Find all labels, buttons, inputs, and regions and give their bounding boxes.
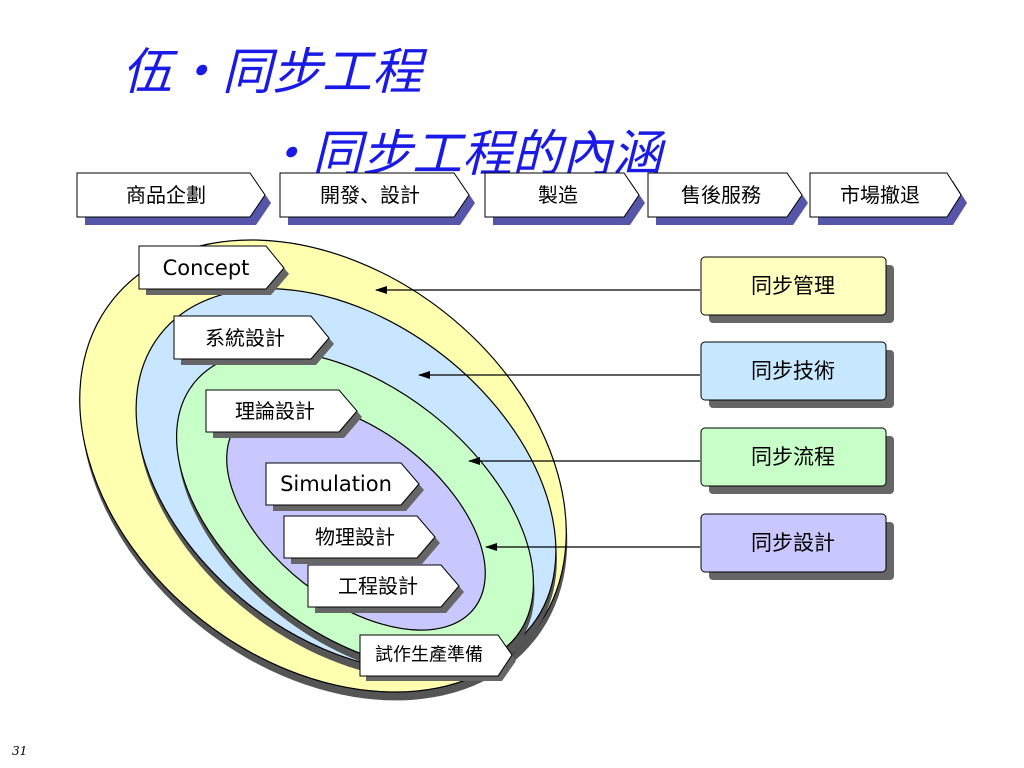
- sync-box-technology: 同步技術: [700, 341, 894, 408]
- sync-box-label: 同步設計: [751, 531, 835, 555]
- stage-product-planning: 商品企劃: [76, 172, 271, 225]
- page-number: 31: [12, 744, 28, 758]
- stage-label: 開發、設計: [320, 183, 420, 207]
- ellipse-group: [79, 239, 568, 701]
- label-theory-design: 理論設計: [205, 389, 362, 438]
- sync-box-label: 同步流程: [751, 445, 835, 469]
- sync-box-design: 同步設計: [700, 513, 894, 580]
- simulation-label: Simulation: [280, 472, 392, 496]
- stage-market-withdrawal: 市場撤退: [809, 172, 967, 225]
- label-simulation: Simulation: [265, 462, 424, 511]
- sync-box-label: 同步技術: [751, 359, 835, 383]
- sync-box-process: 同步流程: [700, 427, 894, 494]
- label-trial-production: 試作生產準備: [359, 634, 516, 681]
- stage-after-sales: 售後服務: [647, 172, 808, 225]
- page-title: 伍‧同步工程: [122, 43, 422, 101]
- label-engineering-design: 工程設計: [307, 564, 464, 613]
- stage-label: 製造: [538, 183, 578, 207]
- stage-manufacturing: 製造: [484, 172, 645, 225]
- system-design-label: 系統設計: [205, 326, 285, 350]
- concept-label: Concept: [163, 256, 250, 280]
- engineering-design-label: 工程設計: [338, 574, 418, 598]
- stage-development-design: 開發、設計: [279, 172, 475, 225]
- sync-box-label: 同步管理: [751, 274, 835, 298]
- connector-arrows: [375, 286, 700, 551]
- label-concept: Concept: [138, 245, 289, 295]
- stage-label: 售後服務: [681, 183, 761, 207]
- trial-production-label: 試作生產準備: [375, 645, 483, 666]
- stage-label: 市場撤退: [840, 183, 920, 207]
- stage-label: 商品企劃: [126, 183, 206, 207]
- sync-box-management: 同步管理: [700, 256, 894, 323]
- label-system-design: 系統設計: [173, 315, 334, 365]
- physical-design-label: 物理設計: [315, 525, 395, 549]
- stage-row: 商品企劃 開發、設計 製造 售後服務 市場撤退: [76, 172, 967, 225]
- theory-design-label: 理論設計: [235, 399, 315, 423]
- label-physical-design: 物理設計: [283, 515, 440, 564]
